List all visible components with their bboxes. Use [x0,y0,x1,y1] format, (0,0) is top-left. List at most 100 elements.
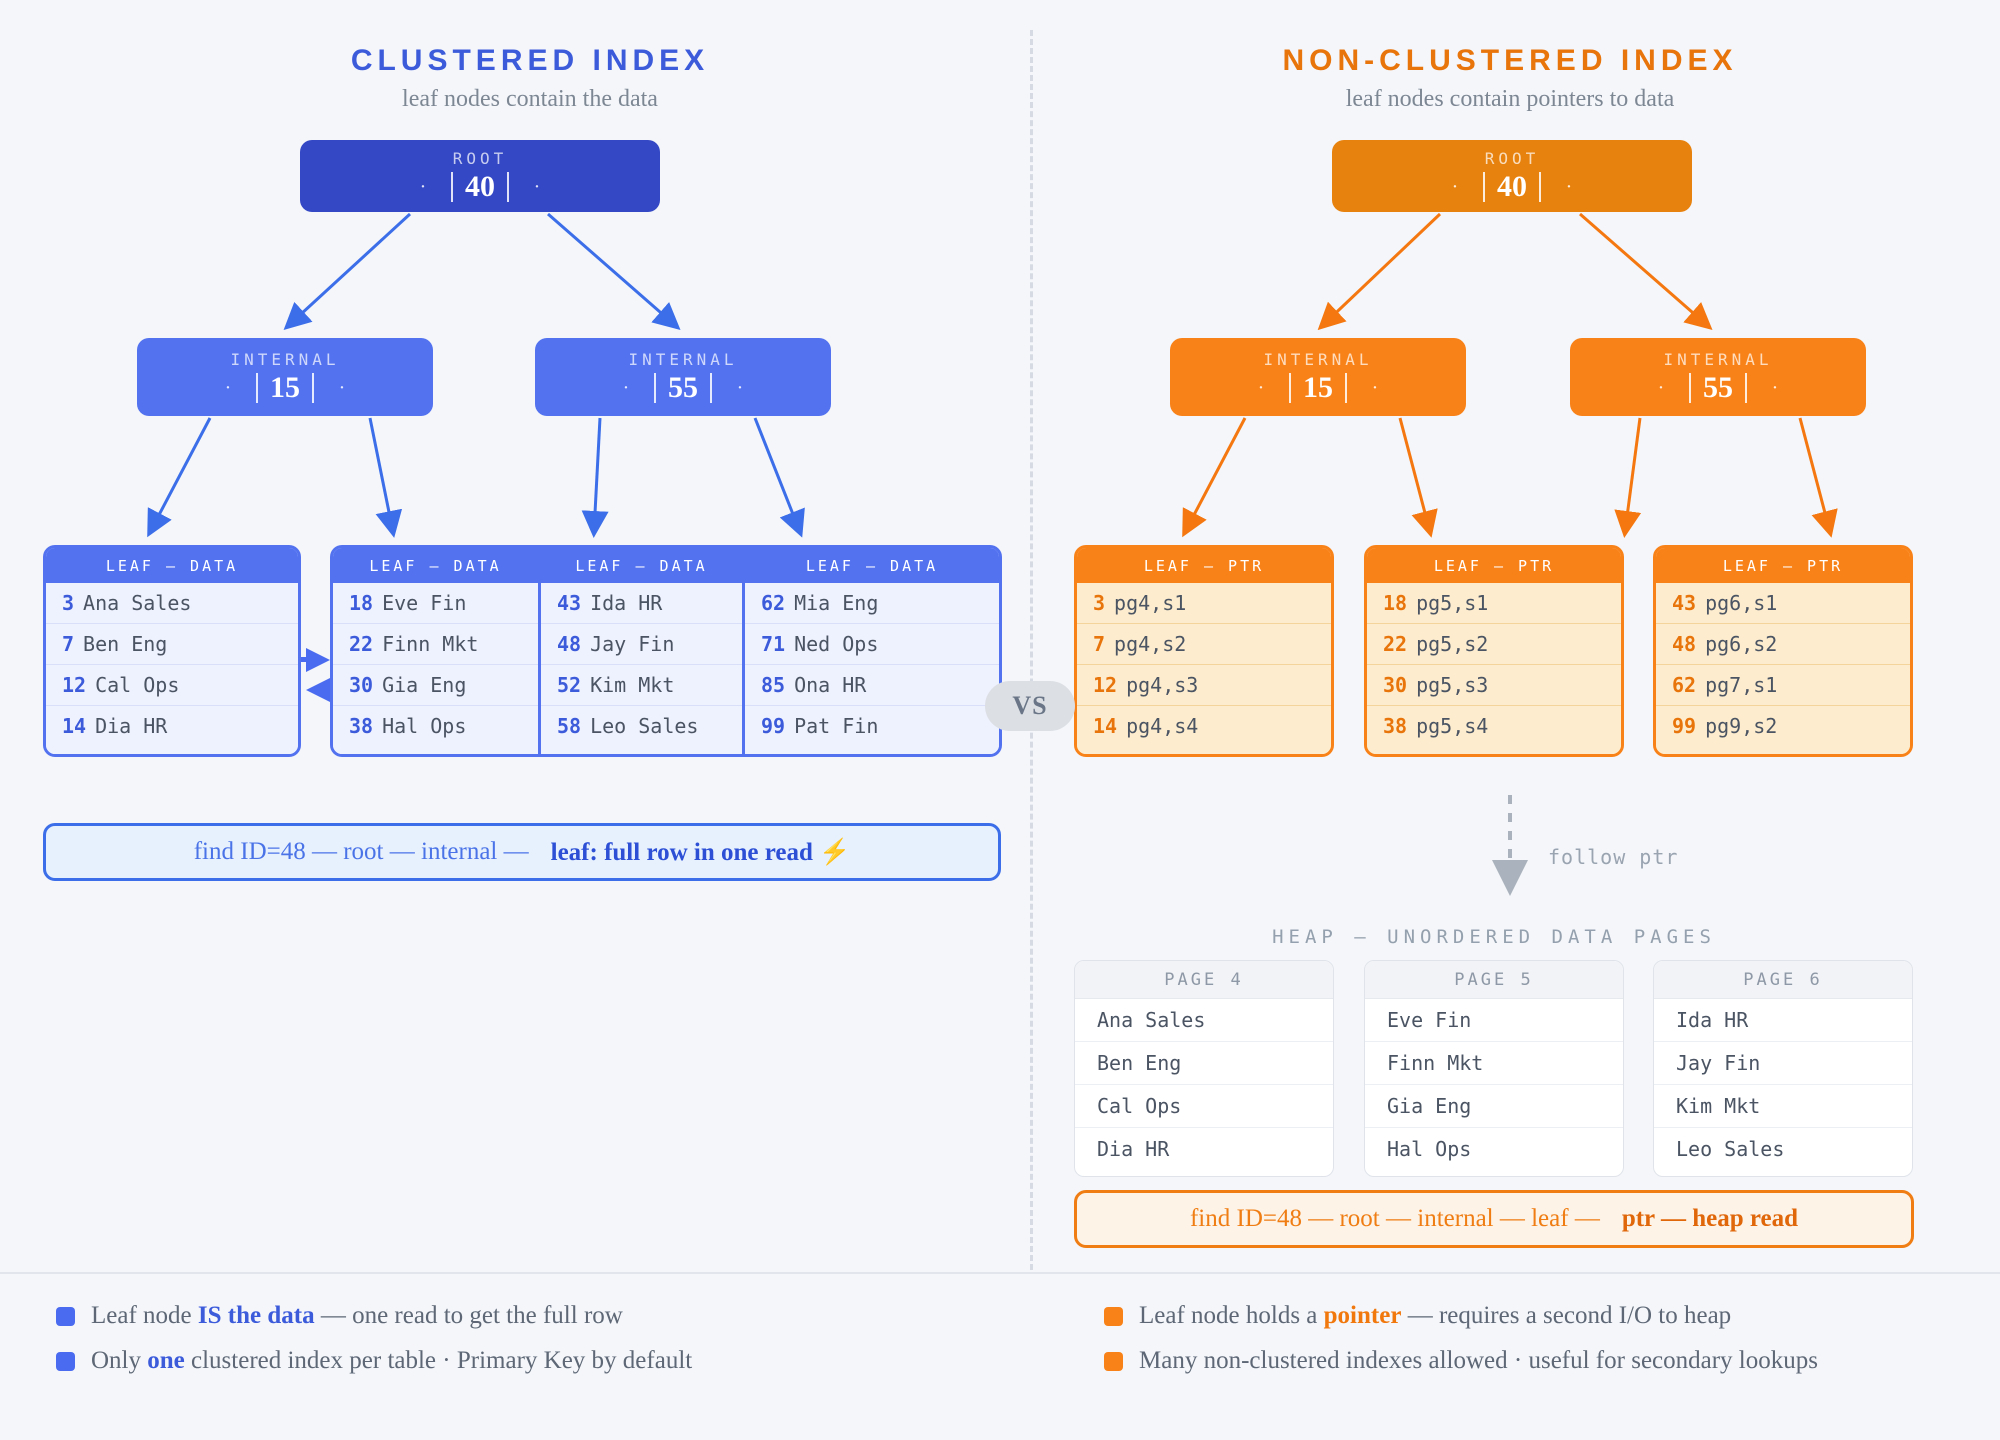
leaf-header: LEAF — DATA [333,548,538,583]
heap-title: HEAP — UNORDERED DATA PAGES [1272,926,1716,948]
clustered-internal-node-left[interactable]: INTERNAL · 15 · [137,338,433,416]
leaf-header: LEAF — DATA [46,548,298,583]
key-separator [312,372,314,403]
legend-swatch-blue-icon [56,1351,75,1371]
clustered-subtitle: leaf nodes contain the data [402,86,658,112]
heap-page-header: PAGE 4 [1075,961,1333,999]
row-key: 22 [1383,632,1408,656]
node-label: INTERNAL [1263,349,1373,369]
node-key: 55 [1703,370,1733,404]
row-key: 71 [761,632,786,656]
heap-row: Ana Sales [1075,999,1333,1042]
heap-row: Gia Eng [1365,1085,1623,1128]
heap-row: Cal Ops [1075,1085,1333,1128]
row-pointer: pg9,s2 [1705,714,1778,738]
child-pointer-left: · [1657,376,1665,399]
heap-page[interactable]: PAGE 4 Ana Sales Ben Eng Cal Ops Dia HR [1074,960,1334,1177]
row-value: Ana Sales [83,591,192,615]
nonclustered-subtitle: leaf nodes contain pointers to data [1345,86,1675,112]
clustered-internal-node-right[interactable]: INTERNAL · 55 · [535,338,831,416]
row-key: 38 [349,714,374,738]
clustered-root-node[interactable]: ROOT · 40 · [300,140,660,212]
row-key: 52 [557,673,582,697]
nonclustered-internal-node-left[interactable]: INTERNAL · 15 · [1170,338,1466,416]
row-key: 43 [557,591,582,615]
legend-item: Leaf node IS the data — one read to get … [56,1302,692,1330]
child-pointer-left: · [1451,175,1459,198]
child-pointer-right: · [736,376,744,399]
row-pointer: pg7,s1 [1705,673,1778,697]
callout-path: find ID=48 — root — internal — [193,838,529,865]
row-pointer: pg5,s2 [1416,632,1489,656]
row-value: Finn Mkt [382,632,479,656]
row-value: Eve Fin [382,591,467,615]
row-value: Mia Eng [794,591,879,615]
legend-text: Many non-clustered indexes allowed · use… [1139,1347,1818,1374]
row-value: Ned Ops [794,632,879,656]
legend-text: Leaf node holds a pointer — requires a s… [1139,1302,1732,1329]
row-value: Leo Sales [590,714,699,738]
key-separator [1289,372,1291,403]
node-key: 40 [465,169,495,203]
leaf-row: 22 pg5,s2 [1367,624,1621,665]
child-pointer-right: · [338,376,346,399]
row-pointer: pg4,s1 [1114,591,1187,615]
row-key: 18 [1383,591,1408,615]
legend-swatch-orange-icon [1104,1351,1123,1371]
leaf-header: LEAF — PTR [1656,548,1910,583]
nonclustered-root-node[interactable]: ROOT · 40 · [1332,140,1692,212]
heap-page-body: Ida HR Jay Fin Kim Mkt Leo Sales [1654,999,1912,1176]
leaf-header: LEAF — DATA [541,548,742,583]
row-key: 43 [1672,591,1697,615]
legend-swatch-orange-icon [1104,1306,1123,1326]
row-value: Ida HR [590,591,663,615]
child-pointer-left: · [622,376,630,399]
heap-page[interactable]: PAGE 5 Eve Fin Finn Mkt Gia Eng Hal Ops [1364,960,1624,1177]
center-divider [1030,30,1033,1270]
row-key: 48 [557,632,582,656]
row-value: Dia HR [95,714,168,738]
key-separator [654,372,656,403]
callout-result: ptr — heap read [1621,1205,1798,1232]
legend-text: Only one clustered index per table · Pri… [91,1347,693,1374]
nonclustered-internal-node-right[interactable]: INTERNAL · 55 · [1570,338,1866,416]
heap-page[interactable]: PAGE 6 Ida HR Jay Fin Kim Mkt Leo Sales [1653,960,1913,1177]
row-pointer: pg4,s4 [1126,714,1199,738]
heap-row: Finn Mkt [1365,1042,1623,1085]
row-key: 38 [1383,714,1408,738]
row-value: Jay Fin [590,632,675,656]
heap-page-header: PAGE 5 [1365,961,1623,999]
row-key: 12 [1093,673,1118,697]
row-value: Cal Ops [95,673,180,697]
heap-page-header: PAGE 6 [1654,961,1912,999]
child-pointer-right: · [1371,376,1379,399]
row-pointer: pg6,s1 [1705,591,1778,615]
heap-row: Dia HR [1097,1137,1170,1161]
heap-row: Kim Mkt [1654,1085,1912,1128]
child-pointer-right: · [1565,175,1573,198]
heap-page-body: Eve Fin Finn Mkt Gia Eng Hal Ops [1365,999,1623,1176]
clustered-legend: Leaf node IS the data — one read to get … [56,1302,692,1392]
callout-path: find ID=48 — root — internal — leaf — [1189,1205,1600,1232]
nonclustered-title: NON-CLUSTERED INDEX [1282,44,1738,77]
node-key: 40 [1497,169,1527,203]
